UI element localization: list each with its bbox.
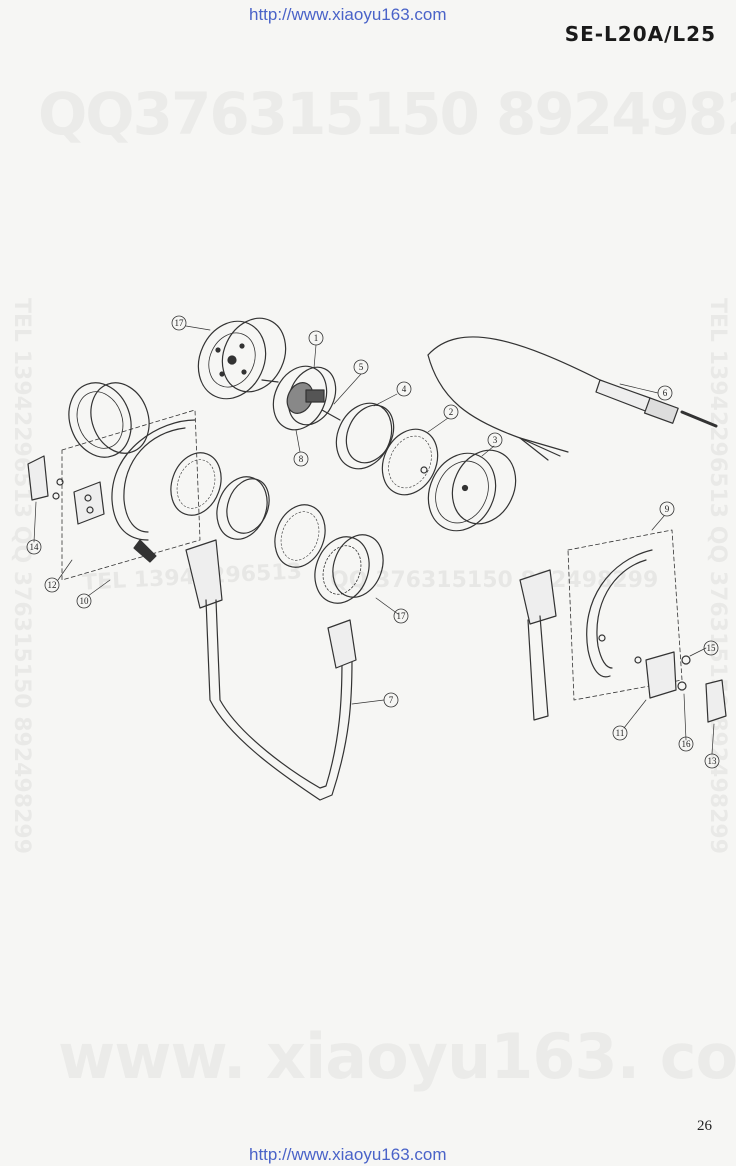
svg-text:9: 9 (665, 504, 670, 514)
part-16-nut (677, 681, 687, 691)
svg-text:1: 1 (314, 333, 319, 343)
part-6-cord-plug (427, 336, 718, 461)
part-13-tag (705, 679, 727, 723)
svg-text:10: 10 (80, 596, 90, 606)
svg-text:15: 15 (707, 643, 717, 653)
svg-text:3: 3 (493, 435, 498, 445)
callout-17-bottom: 17 (393, 608, 409, 624)
svg-text:7: 7 (389, 695, 394, 705)
callout-15: 15 (703, 640, 719, 656)
part-3-cup (427, 449, 517, 532)
svg-text:16: 16 (682, 739, 692, 749)
callout-10: 10 (76, 593, 92, 609)
callout-9: 9 (659, 501, 675, 517)
svg-text:4: 4 (402, 384, 407, 394)
svg-text:5: 5 (359, 362, 364, 372)
part-11-bracket (645, 651, 677, 699)
part-10-hanger-left (111, 419, 196, 563)
watermark-site: www. xiaoyu163. com (58, 1020, 736, 1093)
part-1-driver (272, 365, 337, 431)
part-9-hanger (586, 549, 653, 678)
svg-text:17: 17 (397, 611, 407, 621)
callout-1: 1 (308, 330, 324, 346)
part-15-nut (681, 655, 691, 665)
callout-5: 5 (353, 359, 369, 375)
slider-right (519, 569, 557, 721)
callout-16: 16 (678, 736, 694, 752)
part-7-headband (185, 539, 357, 801)
center-disc-parts (170, 452, 326, 568)
source-url-bottom[interactable]: http://www.xiaoyu163.com (249, 1145, 447, 1164)
part-4-ring (335, 402, 395, 470)
part-12-bracket (52, 478, 105, 525)
part-5-terminal (321, 409, 341, 421)
callout-4: 4 (396, 381, 412, 397)
callout-14: 14 (26, 539, 42, 555)
callout-2: 2 (443, 404, 459, 420)
page-number: 26 (697, 1118, 712, 1134)
svg-text:2: 2 (449, 407, 454, 417)
svg-text:14: 14 (30, 542, 40, 552)
svg-text:17: 17 (175, 318, 185, 328)
callout-8: 8 (293, 451, 309, 467)
callout-12: 12 (44, 577, 60, 593)
dashed-group-left (61, 409, 201, 581)
svg-text:11: 11 (616, 728, 625, 738)
watermark-mid-right: QQ 376315150 892498299 (330, 568, 659, 593)
callout-3: 3 (487, 432, 503, 448)
svg-text:8: 8 (299, 454, 304, 464)
callout-13: 13 (704, 753, 720, 769)
callout-11: 11 (612, 725, 628, 741)
callout-17-top: 17 (171, 315, 187, 331)
svg-text:6: 6 (663, 388, 668, 398)
callout-7: 7 (383, 692, 399, 708)
part-14-tag (27, 455, 49, 501)
source-url-top[interactable]: http://www.xiaoyu163.com (249, 5, 447, 24)
part-2-grille (381, 428, 439, 496)
part-17-cup-bottom (314, 534, 384, 604)
dashed-group-right (567, 529, 683, 701)
model-number: SE-L20A/L25 (564, 22, 716, 46)
callout-6: 6 (657, 385, 673, 401)
part-17-cup-top (197, 317, 287, 400)
leader-lines (33, 325, 715, 755)
svg-text:13: 13 (708, 756, 718, 766)
svg-text:12: 12 (48, 580, 57, 590)
part-10-cup-left (68, 382, 150, 458)
